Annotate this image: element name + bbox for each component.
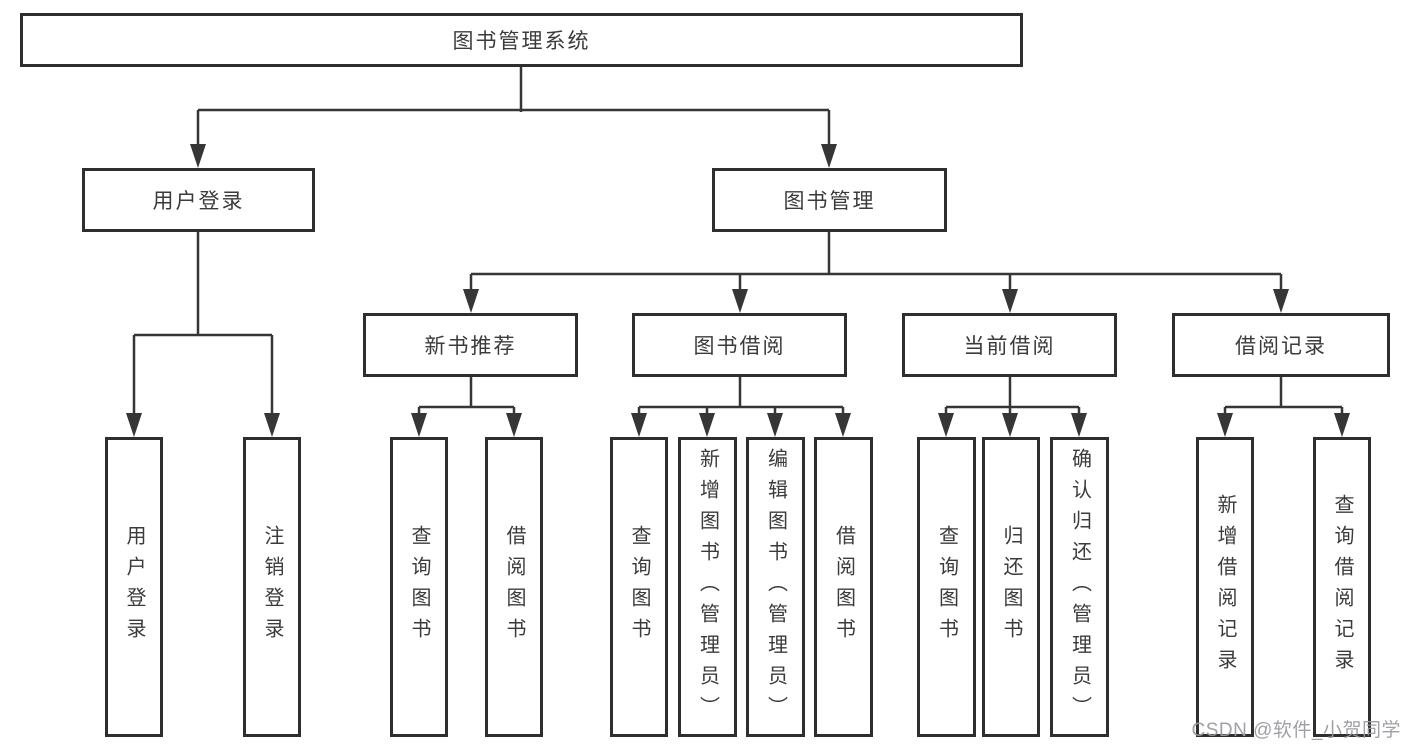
node-label: 新增图书（管理员） <box>696 447 719 727</box>
node-leaf-borrow-book-recommend: 借阅图书 <box>485 437 543 737</box>
node-label: 借阅记录 <box>1235 335 1327 358</box>
node-label: 查询图书 <box>408 525 430 649</box>
node-label: 借阅图书 <box>832 525 855 649</box>
node-leaf-confirm-return-admin: 确认归还（管理员） <box>1050 437 1109 737</box>
node-root: 图书管理系统 <box>20 13 1023 67</box>
node-label: 新书推荐 <box>424 335 517 358</box>
node-label: 查询借阅记录 <box>1331 494 1353 680</box>
node-label: 用户登录 <box>123 525 145 649</box>
node-leaf-add-borrow-record: 新增借阅记录 <box>1196 437 1254 737</box>
node-label: 图书管理 <box>783 190 876 213</box>
node-label: 当前借阅 <box>963 335 1056 358</box>
node-new-book-recommend: 新书推荐 <box>363 313 578 377</box>
node-book-management: 图书管理 <box>712 168 947 232</box>
node-label: 编辑图书（管理员） <box>764 447 787 727</box>
node-label: 用户登录 <box>152 190 245 213</box>
node-current-borrow: 当前借阅 <box>902 313 1117 377</box>
node-borrow-records: 借阅记录 <box>1172 313 1390 377</box>
node-label: 查询图书 <box>628 525 650 649</box>
node-leaf-query-book-current: 查询图书 <box>917 437 976 737</box>
node-leaf-logout: 注销登录 <box>243 437 301 737</box>
node-label: 注销登录 <box>261 525 283 649</box>
node-leaf-add-book-admin: 新增图书（管理员） <box>678 437 737 737</box>
node-leaf-user-login: 用户登录 <box>105 437 163 737</box>
node-leaf-borrow-book: 借阅图书 <box>814 437 873 737</box>
node-leaf-edit-book-admin: 编辑图书（管理员） <box>746 437 805 737</box>
node-book-borrow: 图书借阅 <box>632 313 847 377</box>
node-user-login: 用户登录 <box>82 168 315 232</box>
node-leaf-query-book-recommend: 查询图书 <box>390 437 448 737</box>
node-label: 确认归还（管理员） <box>1068 447 1091 727</box>
node-label: 借阅图书 <box>503 525 525 649</box>
node-label: 新增借阅记录 <box>1214 494 1236 680</box>
node-leaf-query-book-borrow: 查询图书 <box>610 437 668 737</box>
node-label: 查询图书 <box>935 525 958 649</box>
node-leaf-query-borrow-record: 查询借阅记录 <box>1313 437 1371 737</box>
node-leaf-return-book: 归还图书 <box>982 437 1040 737</box>
node-label: 归还图书 <box>1000 525 1022 649</box>
watermark: CSDN @软件_小贺同学 <box>1191 720 1401 741</box>
node-label: 图书借阅 <box>693 335 786 358</box>
node-label: 图书管理系统 <box>452 30 591 53</box>
